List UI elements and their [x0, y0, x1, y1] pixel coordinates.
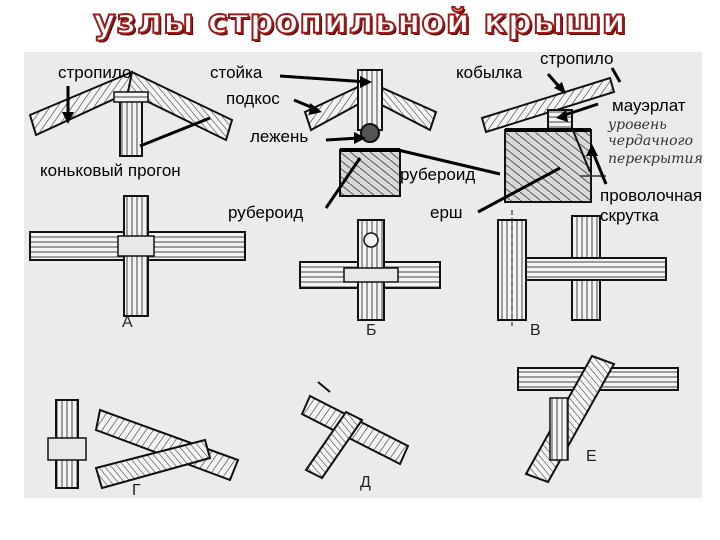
label-stropilo-left: стропило	[58, 63, 132, 82]
label-lezhen: лежень	[250, 127, 309, 146]
handwritten-level-line1: уровень	[608, 117, 667, 133]
panel-letter-a: А	[122, 314, 133, 331]
handwritten-level-line3: перекрытия	[608, 151, 703, 167]
label-konkovy-progon: коньковый прогон	[40, 161, 181, 180]
ridge-post-joint	[28, 70, 234, 157]
panel-f-drawing	[517, 354, 679, 484]
label-ruberoid-left: рубероид	[228, 203, 304, 222]
leader-konkovy-progon	[139, 116, 211, 148]
label-ruberoid-right: рубероид	[400, 165, 476, 184]
label-stoyka: стойка	[210, 63, 263, 82]
panel-letter-f: Е	[586, 448, 597, 465]
label-mauerlat: мауэрлат	[612, 96, 686, 115]
panel-a-drawing	[29, 195, 246, 317]
panel-e-drawing	[300, 381, 410, 480]
leader-stoyka	[279, 74, 369, 84]
leader-stropilo-right	[610, 67, 622, 83]
label-kobylka: кобылка	[456, 63, 523, 82]
label-podkos: подкос	[226, 89, 280, 108]
leader-ruberoid-left	[324, 157, 362, 209]
panel-letter-e: Д	[360, 474, 371, 491]
label-stropilo-right: стропило	[540, 49, 614, 68]
panel-d-drawing	[47, 399, 240, 490]
label-provolochnaya-skrutka: проволочная скрутка	[600, 186, 703, 225]
panel-letter-c: В	[530, 322, 541, 339]
panel-b-drawing	[299, 219, 441, 321]
page-title: узлы стропильной крыши	[92, 1, 627, 43]
label-ersh: ерш	[430, 203, 463, 222]
leader-ersh	[477, 166, 561, 214]
leader-ruberoid-right	[397, 148, 501, 176]
panel-letter-d: Г	[132, 482, 141, 499]
handwritten-level-line2: чердачного	[608, 133, 694, 149]
panel-c-drawing	[497, 210, 667, 326]
eave-mauerlat-joint	[480, 76, 616, 203]
leader-mauerlat	[561, 102, 599, 118]
leader-lines	[62, 67, 622, 214]
panel-letter-b: Б	[366, 322, 377, 339]
